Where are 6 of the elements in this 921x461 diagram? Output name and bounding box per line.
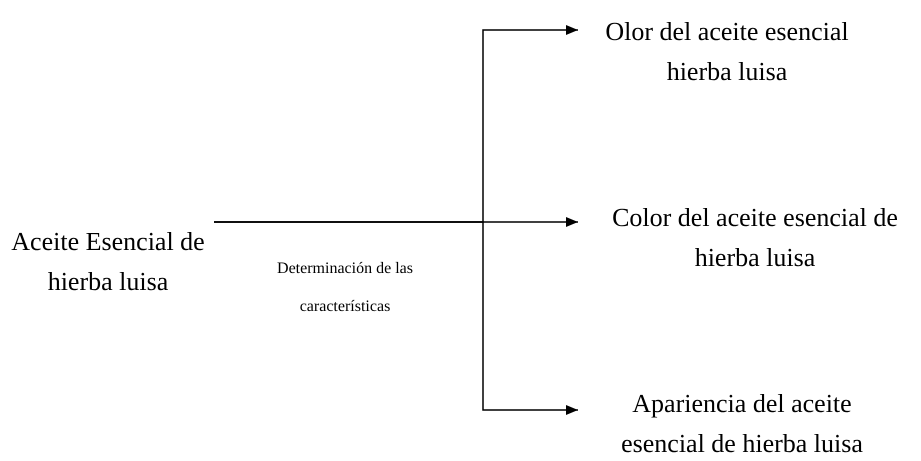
node-text: Aceite Esencial de hierba luisa — [10, 226, 206, 298]
annotation-text: Determinación de las características — [276, 259, 414, 317]
node-text: Olor del aceite esencial hierba luisa — [604, 16, 850, 88]
node-text: Color del aceite esencial de hierba luisa — [611, 202, 899, 274]
connector-arrow — [214, 221, 578, 415]
node-text: Apariencia del aceite esencial de hierba luisa — [620, 388, 864, 460]
